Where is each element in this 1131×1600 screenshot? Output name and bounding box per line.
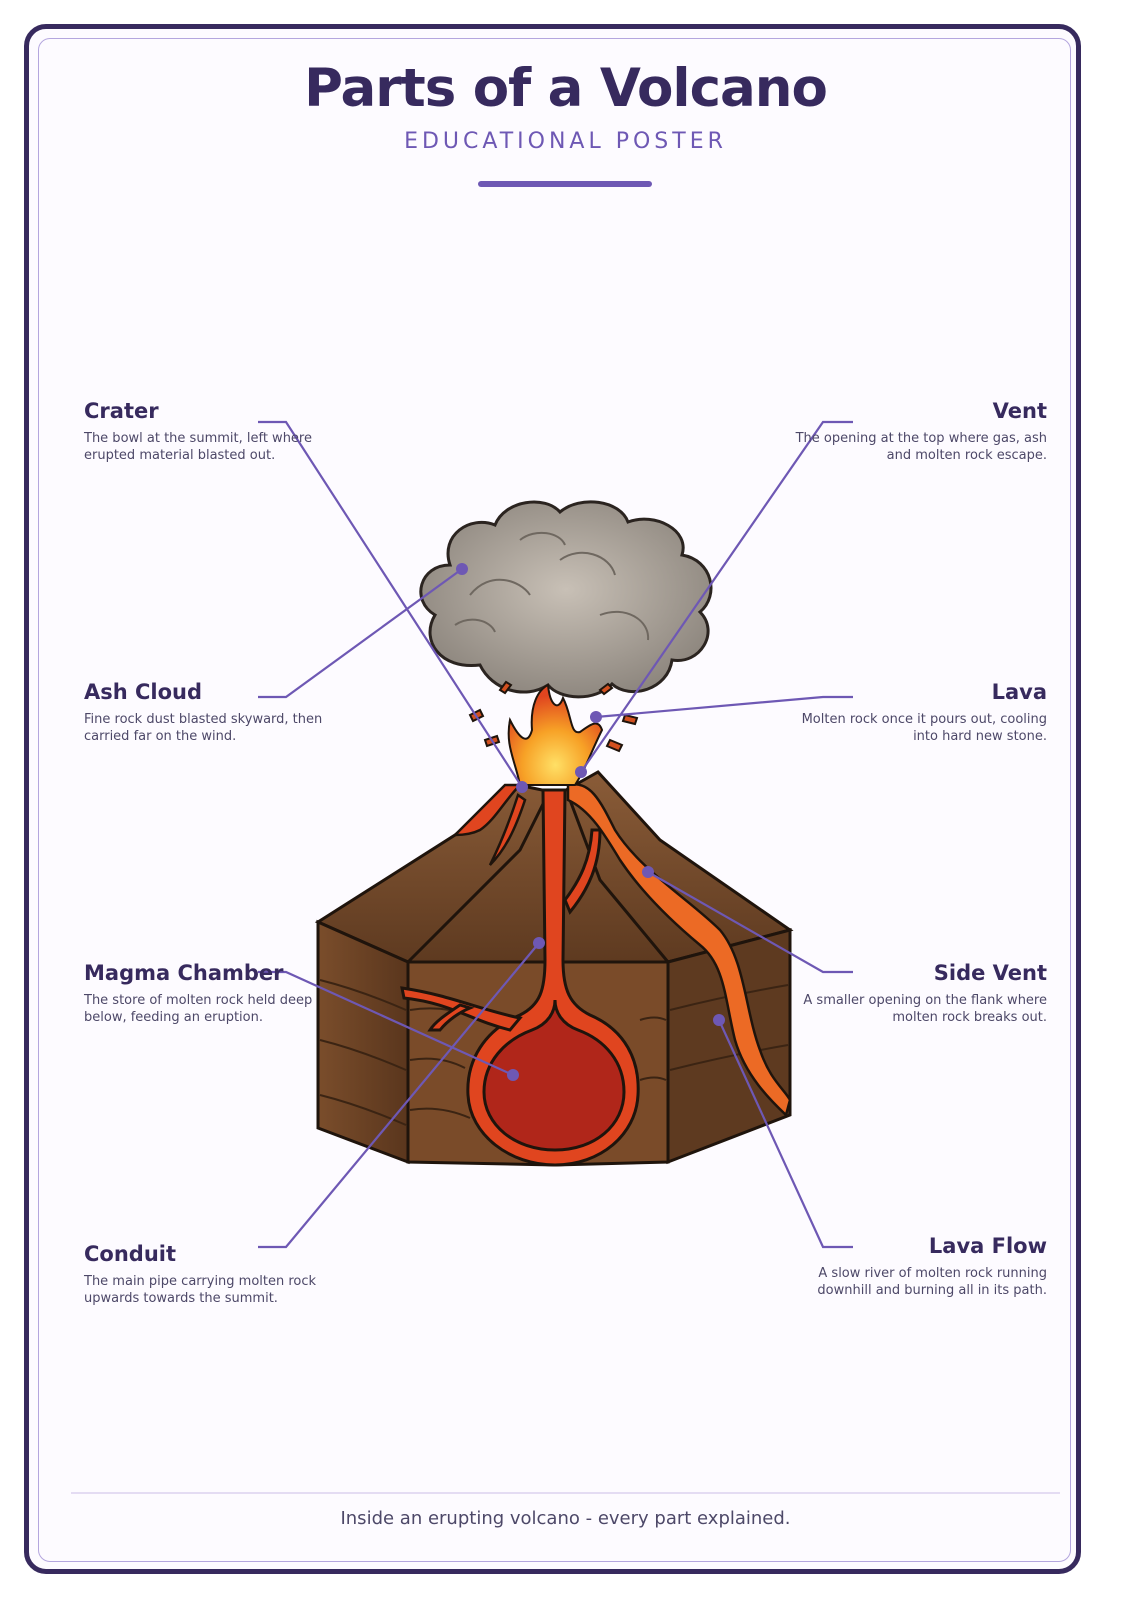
label-crater-title: Crater (84, 399, 159, 423)
ash-cloud-leader (258, 568, 463, 699)
footer-caption: Inside an erupting volcano - every part … (340, 1508, 791, 1529)
label-magma-chamber-desc: The store of molten rock held deep below… (84, 993, 313, 1026)
poster-title: Parts of a Volcano (304, 58, 828, 119)
magma-chamber-leader (258, 970, 514, 1077)
label-lava-flow-title: Lava Flow (928, 1234, 1047, 1258)
side-vent-marker (642, 866, 654, 878)
label-magma-chamber: Magma Chamber The store of molten rock h… (84, 961, 344, 1026)
label-ash-cloud: Ash Cloud Fine rock dust blasted skyward… (84, 680, 344, 745)
label-ash-cloud-title: Ash Cloud (84, 680, 203, 704)
label-lava-desc: Molten rock once it pours out, cooling i… (801, 712, 1047, 745)
ash-cloud-illustration (419, 500, 713, 699)
label-magma-chamber-title: Magma Chamber (84, 961, 284, 985)
crater-marker (516, 781, 528, 793)
lava-flow-marker (713, 1014, 725, 1026)
title-underline (478, 181, 652, 187)
eruption-fountain (468, 680, 639, 786)
magma-chamber-marker (507, 1069, 519, 1081)
label-side-vent-title: Side Vent (933, 961, 1047, 985)
lava-flow-leader (717, 1019, 853, 1249)
label-side-vent: Side Vent A smaller opening on the flank… (787, 961, 1047, 1026)
label-ash-cloud-desc: Fine rock dust blasted skyward, then car… (84, 712, 323, 745)
vent-leader (580, 420, 853, 773)
footer-divider (71, 1492, 1060, 1494)
conduit-leader (258, 942, 540, 1249)
label-crater-desc: The bowl at the summit, left where erupt… (84, 431, 312, 464)
lava-leader (595, 695, 853, 719)
conduit-marker (533, 937, 545, 949)
ash-cloud-marker (456, 563, 468, 575)
label-conduit-desc: The main pipe carrying molten rock upwar… (84, 1274, 317, 1307)
label-vent-desc: The opening at the top where gas, ash an… (795, 431, 1047, 464)
label-lava-flow: Lava Flow A slow river of molten rock ru… (787, 1234, 1047, 1299)
label-vent-title: Vent (992, 399, 1047, 423)
label-conduit-title: Conduit (84, 1242, 177, 1266)
leader-dots (456, 563, 725, 1081)
label-vent: Vent The opening at the top where gas, a… (787, 399, 1047, 464)
label-lava-title: Lava (991, 680, 1047, 704)
label-side-vent-desc: A smaller opening on the flank where mol… (803, 993, 1047, 1026)
label-conduit: Conduit The main pipe carrying molten ro… (84, 1242, 344, 1307)
label-crater: Crater The bowl at the summit, left wher… (84, 399, 344, 464)
leader-lines (258, 420, 853, 1249)
vent-marker (575, 766, 587, 778)
label-lava: Lava Molten rock once it pours out, cool… (787, 680, 1047, 745)
poster-inner-border (38, 38, 1071, 1562)
side-vent-leader (647, 871, 853, 974)
label-lava-flow-desc: A slow river of molten rock running down… (817, 1266, 1047, 1299)
crater-leader (258, 420, 523, 788)
poster-subtitle: EDUCATIONAL POSTER (404, 129, 727, 154)
lava-marker (590, 711, 602, 723)
lava-flows (451, 782, 792, 1118)
